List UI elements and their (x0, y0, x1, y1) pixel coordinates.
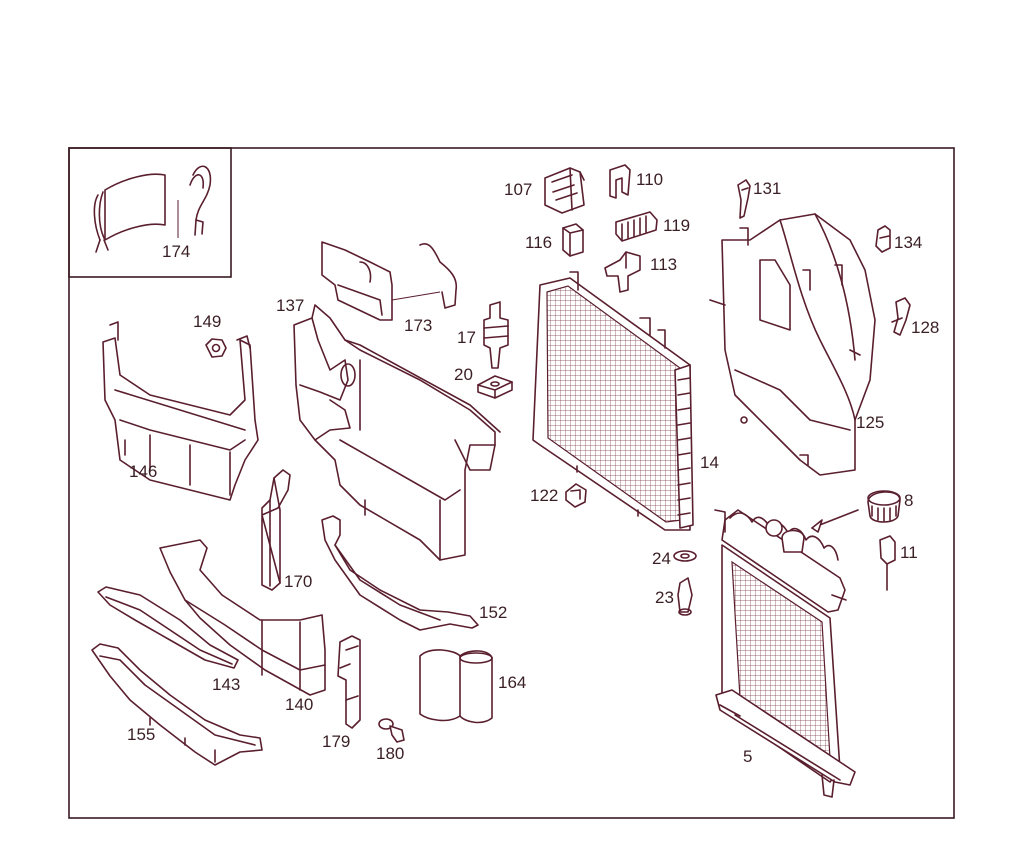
part-149-nut[interactable] (205, 338, 227, 358)
label-17: 17 (457, 328, 476, 347)
part-128-clip[interactable] (891, 297, 911, 336)
part-174-hose-clamp[interactable] (93, 165, 212, 253)
part-8-pressure-cap[interactable] (811, 490, 901, 533)
label-174: 174 (162, 242, 190, 261)
label-116: 116 (525, 233, 552, 252)
label-110: 110 (636, 170, 663, 189)
label-152: 152 (479, 603, 507, 622)
label-137: 137 (276, 296, 304, 315)
label-140: 140 (285, 695, 313, 714)
part-131-retainer[interactable] (737, 179, 751, 219)
label-24: 24 (652, 549, 671, 568)
label-170: 170 (284, 572, 312, 591)
label-134: 134 (894, 233, 922, 252)
part-113-bracket[interactable] (604, 251, 641, 293)
label-11: 11 (900, 543, 918, 562)
part-110-clip[interactable] (609, 164, 631, 199)
diagram-border (68, 147, 955, 819)
label-146: 146 (129, 462, 157, 481)
label-113: 113 (650, 255, 677, 274)
part-164-hose-sleeve[interactable] (419, 649, 493, 724)
part-125-fan-shroud[interactable] (709, 213, 876, 476)
part-119-grommet-strip[interactable] (615, 211, 658, 242)
label-5: 5 (743, 747, 752, 766)
part-179-bracket[interactable] (337, 635, 361, 729)
part-14-radiator-frame[interactable] (532, 271, 694, 531)
part-152-lower-bracket[interactable] (321, 515, 479, 631)
part-173-seal-profile[interactable] (321, 241, 458, 321)
part-20-washer-plate[interactable] (477, 375, 513, 399)
label-128: 128 (911, 318, 939, 337)
label-180: 180 (376, 744, 404, 763)
label-107: 107 (504, 180, 532, 199)
label-149: 149 (193, 312, 221, 331)
label-143: 143 (212, 675, 240, 694)
part-146-front-panel[interactable] (102, 321, 259, 501)
inset-box (68, 147, 232, 278)
label-131: 131 (753, 179, 781, 198)
part-180-fastener[interactable] (378, 718, 405, 743)
part-24-seal-ring[interactable] (673, 550, 697, 562)
label-155: 155 (127, 725, 155, 744)
label-164: 164 (498, 673, 526, 692)
part-107-clip-bracket[interactable] (544, 167, 585, 214)
part-11-sensor[interactable] (879, 535, 896, 591)
part-116-rubber-mount[interactable] (562, 223, 584, 257)
label-125: 125 (856, 413, 884, 432)
label-14: 14 (700, 453, 719, 472)
part-143-air-guide[interactable] (97, 586, 239, 669)
label-179: 179 (322, 732, 350, 751)
part-170-seal-strip[interactable] (261, 469, 291, 591)
label-173: 173 (404, 316, 432, 335)
part-140-cross-member[interactable] (159, 539, 326, 696)
part-137-air-duct[interactable] (293, 304, 501, 561)
label-20: 20 (454, 365, 473, 384)
part-23-drain-plug[interactable] (677, 577, 693, 616)
label-122: 122 (530, 486, 558, 505)
part-17-rubber-mount[interactable] (483, 301, 509, 369)
part-122-clip-nut[interactable] (565, 483, 587, 508)
label-8: 8 (904, 491, 913, 510)
label-23: 23 (655, 588, 674, 607)
label-119: 119 (663, 216, 690, 235)
part-155-lower-guide[interactable] (91, 643, 263, 766)
part-5-radiator[interactable] (714, 509, 856, 798)
part-134-clip[interactable] (875, 225, 891, 253)
